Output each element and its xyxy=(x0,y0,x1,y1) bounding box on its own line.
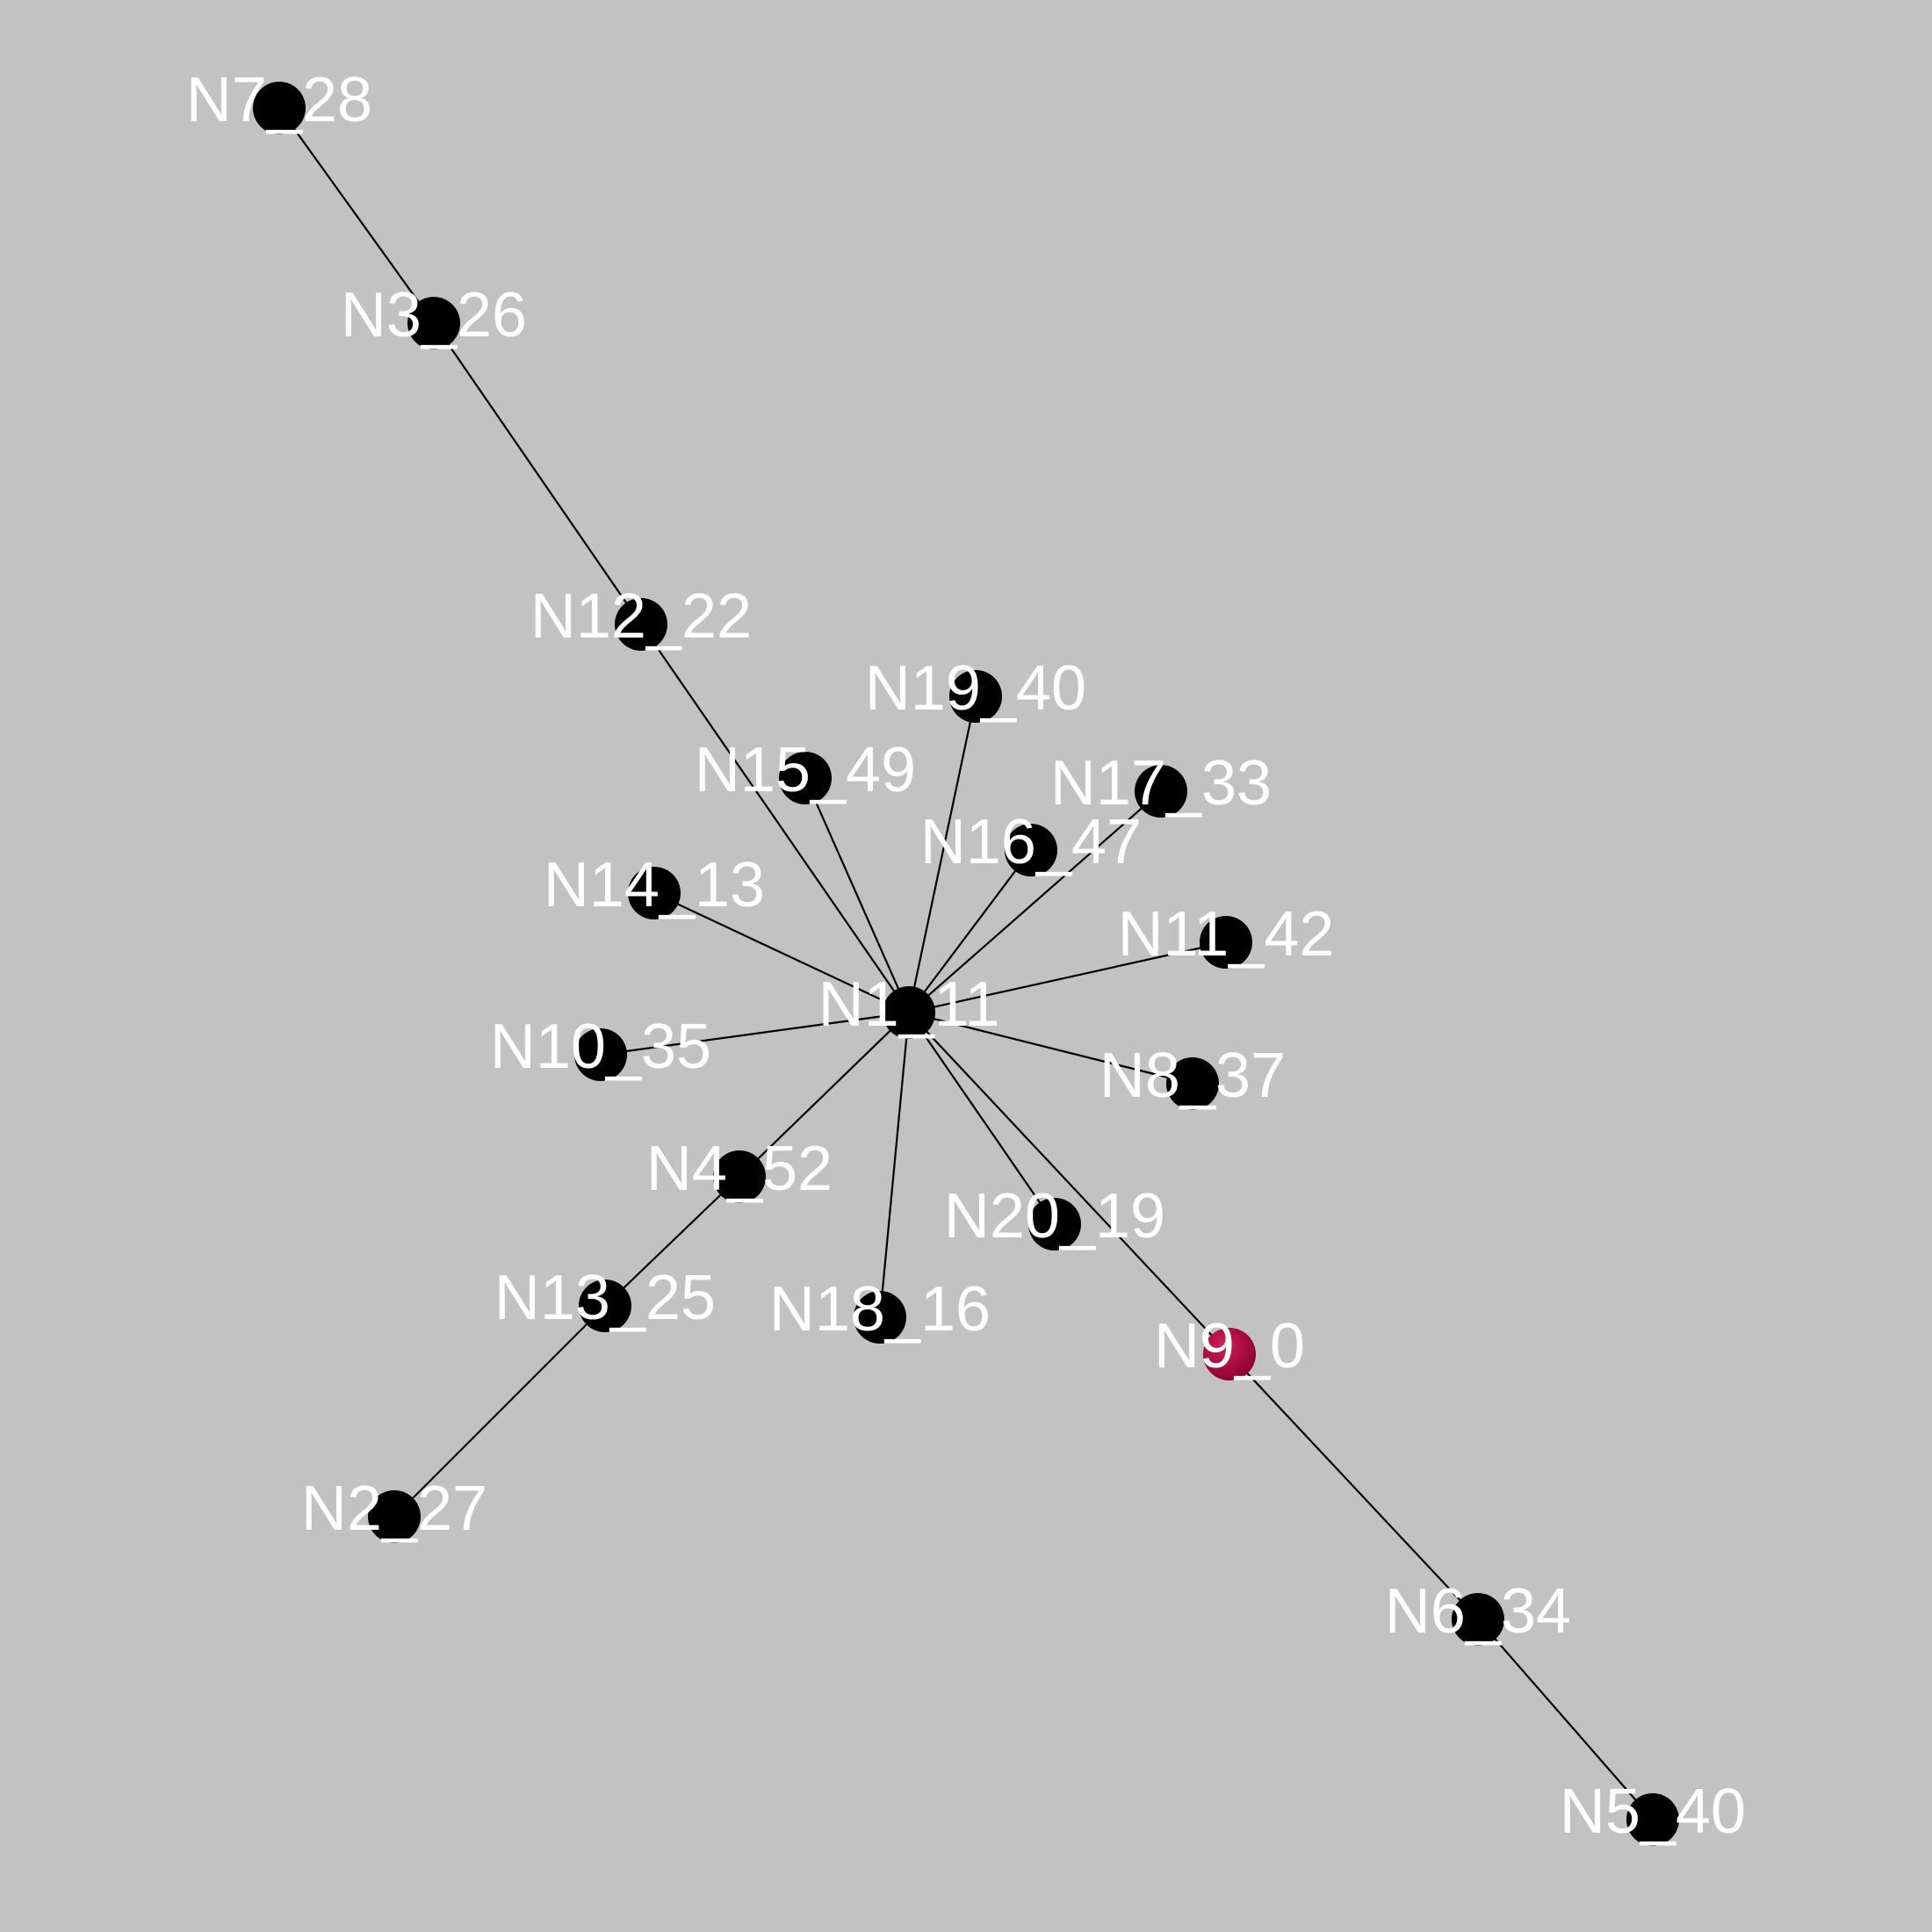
node-label-n8: N8_37 xyxy=(1099,1041,1286,1111)
edge-n4-n1 xyxy=(739,1012,910,1178)
node-label-n11: N11_42 xyxy=(1118,899,1335,970)
node-label-n5: N5_40 xyxy=(1560,1777,1746,1847)
edge-n12-n1 xyxy=(640,624,910,1013)
node-n18[interactable] xyxy=(854,1291,906,1344)
node-n15[interactable] xyxy=(779,752,832,804)
edge-n17-n1 xyxy=(908,790,1162,1013)
node-label-n17: N17_33 xyxy=(1050,748,1272,818)
node-n12[interactable] xyxy=(615,598,667,651)
node-n17[interactable] xyxy=(1135,765,1187,818)
node-label-n19: N19_40 xyxy=(865,653,1086,724)
node-label-n9: N9_0 xyxy=(1154,1311,1305,1381)
node-label-n14: N14_13 xyxy=(544,850,765,920)
node-n20[interactable] xyxy=(1028,1198,1081,1251)
node-label-n2: N2_27 xyxy=(301,1474,487,1544)
node-n2[interactable] xyxy=(368,1490,421,1543)
edge-n6-n5 xyxy=(1477,1618,1654,1820)
node-label-n10: N10_35 xyxy=(490,1012,711,1082)
edge-n4-n13 xyxy=(604,1176,740,1307)
node-label-n18: N18_16 xyxy=(769,1274,991,1344)
edge-n10-n1 xyxy=(600,1011,910,1056)
node-label-n6: N6_34 xyxy=(1385,1576,1571,1647)
node-n14[interactable] xyxy=(628,867,681,919)
edge-n9-n6 xyxy=(1229,1353,1479,1620)
edge-n14-n1 xyxy=(653,892,910,1013)
nodes-layer xyxy=(253,82,1679,1846)
node-label-n3: N3_26 xyxy=(341,280,527,350)
node-n11[interactable] xyxy=(1200,916,1252,969)
edge-n16-n1 xyxy=(908,849,1032,1013)
node-n19[interactable] xyxy=(949,670,1002,723)
node-label-n16: N16_47 xyxy=(920,807,1142,877)
edge-n20-n1 xyxy=(908,1012,1056,1225)
node-n7[interactable] xyxy=(253,82,306,134)
edge-n8-n1 xyxy=(908,1011,1193,1085)
edge-n1-n9 xyxy=(908,1012,1230,1355)
edge-n11-n1 xyxy=(908,941,1227,1014)
node-label-n7: N7_28 xyxy=(186,65,372,135)
node-n5[interactable] xyxy=(1626,1793,1679,1846)
node-n9[interactable] xyxy=(1203,1328,1256,1381)
node-n1[interactable] xyxy=(883,986,935,1039)
node-n3[interactable] xyxy=(407,297,460,350)
node-n13[interactable] xyxy=(579,1280,631,1332)
node-n16[interactable] xyxy=(1005,824,1057,876)
edge-n3-n12 xyxy=(433,322,642,625)
node-n6[interactable] xyxy=(1452,1593,1504,1646)
node-label-n20: N20_19 xyxy=(944,1181,1165,1251)
node-n10[interactable] xyxy=(574,1028,627,1081)
edge-n18-n1 xyxy=(878,1012,911,1318)
node-label-n13: N13_25 xyxy=(494,1263,716,1333)
node-label-n15: N15_49 xyxy=(695,735,916,805)
node-label-n4: N4_52 xyxy=(646,1134,833,1204)
node-label-n12: N12_22 xyxy=(530,581,752,652)
edge-n19-n1 xyxy=(907,696,977,1013)
edge-n7-n3 xyxy=(278,107,435,324)
edge-n15-n1 xyxy=(804,777,911,1013)
node-n4[interactable] xyxy=(713,1150,766,1203)
edge-n13-n2 xyxy=(393,1305,606,1517)
node-n8[interactable] xyxy=(1166,1057,1219,1110)
node-label-n1: N1_11 xyxy=(818,970,1000,1040)
edges-layer xyxy=(278,107,1654,1820)
